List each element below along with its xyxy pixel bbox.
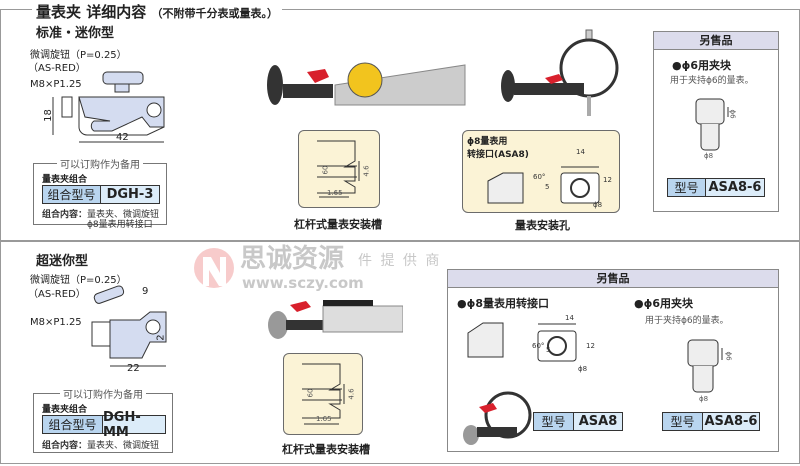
dim-h: 12: [586, 342, 595, 350]
order-box-legend: 可以订购作为备用: [57, 160, 143, 171]
combo-value: DGH-3: [101, 186, 159, 203]
slot-dim-a: 4.6: [362, 165, 371, 177]
slot-angle: 60: [321, 165, 330, 175]
ultra-lever-photo: [268, 300, 403, 339]
hole-callout-standard: ϕ8量表用 转接口(ASA8) 14 12 5 60° ϕ8: [462, 130, 620, 213]
dim-h: 12: [603, 176, 612, 184]
clamp-block-drawing: [687, 339, 723, 393]
hole-title: 转接口(ASA8): [467, 150, 529, 160]
item-desc: 用于夹持ϕ6的量表。: [645, 316, 729, 326]
lever-indicator-photo: [267, 62, 466, 106]
knob-label: 微调旋钮（P=0.25）: [30, 275, 127, 286]
slot-dim-a: 4.6: [347, 388, 356, 400]
thread-label: M8×P1.25: [30, 317, 82, 328]
section-divider: [0, 240, 800, 242]
dim-w: 14: [576, 148, 585, 156]
slot-callout-ultra: 60 4.6 1.65: [283, 353, 363, 435]
item-desc: 用于夹持ϕ6的量表。: [670, 76, 754, 86]
model-key: 型号: [663, 413, 703, 430]
standard-heading: 标准・迷你型: [36, 26, 115, 41]
contents-item: ϕ8量表用转接口: [87, 220, 153, 230]
model-table: 型号 ASA8-6: [667, 178, 765, 197]
model-key: 型号: [668, 179, 706, 196]
adapter-drawing: [487, 166, 600, 204]
order-box-legend: 可以订购作为备用: [60, 390, 146, 401]
dim-width: 42: [116, 132, 129, 143]
model-table: 型号 ASA8: [533, 412, 623, 431]
dim-angle: 60°: [532, 342, 545, 350]
watermark-brand: 思诚资源: [240, 244, 345, 274]
combo-key: 组合型号: [43, 416, 103, 433]
dim-d8: ϕ8: [704, 152, 714, 160]
order-box-standard: 可以订购作为备用 量表夹组合 组合型号 DGH-3 组合内容：量表夹、微调旋钮 …: [33, 160, 167, 230]
dim-dia: ϕ8: [593, 201, 603, 209]
model-value: ASA8-6: [706, 179, 764, 196]
slot-callout-standard: 60 4.6 1.65: [298, 130, 380, 208]
clamp-block-drawing: [695, 98, 729, 151]
sold-separately-ultra: 另售品 ●ϕ8量表用转接口 14 12 5 60° ϕ8 型号 ASA8 ●ϕ6…: [447, 269, 779, 452]
combo-value: DGH-MM: [103, 410, 165, 440]
dim-height: 18: [42, 109, 54, 122]
slot-angle: 60: [306, 388, 315, 398]
hole-caption: 量表安装孔: [515, 219, 570, 232]
ultra-heading: 超迷你型: [36, 254, 89, 269]
model-table: 型号 ASA8-6: [662, 412, 760, 431]
contents-label: 组合内容：: [42, 441, 88, 451]
hole-title: ϕ8量表用: [467, 137, 508, 147]
sold-separately-standard: 另售品 ●ϕ6用夹块 用于夹持ϕ6的量表。 ϕ6 ϕ8 型号 ASA8-6: [653, 31, 779, 212]
slot-drawing: [302, 363, 345, 425]
dim-d6: ϕ6: [728, 109, 737, 119]
watermark-tagline: 件 提 供 商: [358, 253, 442, 269]
knob-label: 微调旋钮（P=0.25）: [30, 50, 127, 61]
dial-indicator-photo: [501, 29, 619, 116]
ultra-clamp-drawing: [91, 285, 167, 367]
slot-drawing: [317, 140, 360, 198]
watermark-url: www.sczy.com: [242, 274, 364, 292]
combo-model-table: 组合型号 DGH-3: [42, 185, 160, 204]
watermark-logo-icon: [194, 248, 234, 288]
slot-dim-b: 1.65: [327, 189, 343, 197]
knob-model: （AS-RED）: [28, 289, 86, 300]
model-value: ASA8-6: [703, 413, 759, 430]
slot-dim-b: 1.65: [316, 415, 332, 423]
dim-s: 5: [546, 346, 551, 354]
model-key: 型号: [534, 413, 574, 430]
combo-key: 组合型号: [43, 186, 101, 203]
set-title: 量表夹组合: [42, 405, 88, 415]
knob-model: （AS-RED）: [28, 63, 86, 74]
slot-caption: 杠杆式量表安装槽: [294, 218, 382, 231]
dim-angle: 60°: [533, 173, 546, 181]
adapter-drawing: [463, 322, 577, 445]
contents-label: 组合内容：: [42, 210, 88, 220]
dim-dia: ϕ8: [578, 365, 588, 373]
dim-width: 22: [127, 363, 140, 374]
contents-item: 量表夹、微调旋钮: [87, 210, 160, 220]
combo-model-table: 组合型号 DGH-MM: [42, 410, 166, 440]
model-value: ASA8: [574, 413, 622, 430]
item-title: ●ϕ6用夹块: [634, 297, 694, 310]
sold-separately-header: 另售品: [654, 32, 778, 50]
dim-d8: ϕ8: [699, 395, 709, 403]
standard-clamp-drawing: [52, 71, 165, 143]
slot-caption: 杠杆式量表安装槽: [282, 443, 370, 456]
dim-side: 2: [155, 334, 167, 341]
page-title: 量表夹 详细内容 （不附带千分表或量表。）: [32, 1, 282, 22]
dim-d6: ϕ6: [724, 351, 733, 361]
item-title: ●ϕ6用夹块: [672, 59, 732, 72]
set-title: 量表夹组合: [42, 175, 88, 185]
order-box-ultra: 可以订购作为备用 量表夹组合 组合型号 DGH-MM 组合内容：量表夹、微调旋钮: [33, 390, 173, 453]
dim-top: 9: [142, 286, 149, 297]
watermark: 思诚资源 www.sczy.com 件 提 供 商: [192, 244, 442, 292]
thread-label: M8×P1.25: [30, 79, 82, 90]
contents-item: 量表夹、微调旋钮: [87, 441, 160, 451]
item-title: ●ϕ8量表用转接口: [457, 297, 550, 310]
dim-s: 5: [545, 183, 550, 191]
dim-w: 14: [565, 314, 574, 322]
sold-separately-header: 另售品: [448, 270, 778, 288]
